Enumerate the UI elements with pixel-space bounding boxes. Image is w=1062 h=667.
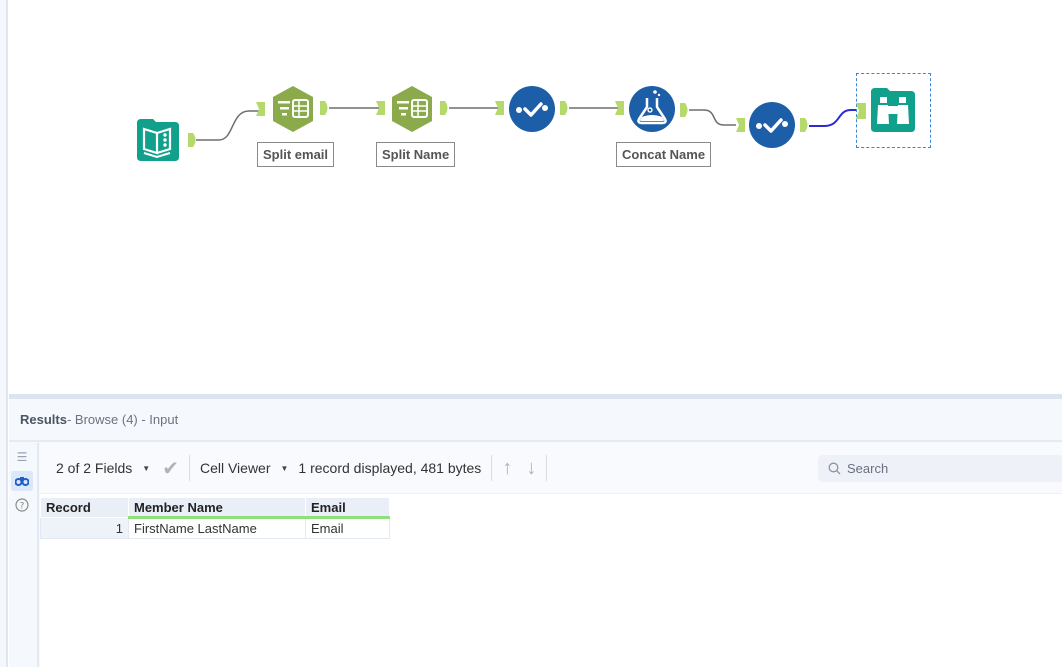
input-data-tool[interactable] (135, 117, 181, 163)
column-header-email[interactable]: Email (305, 497, 390, 519)
cell-member-name[interactable]: FirstName LastName (128, 517, 306, 539)
workflow-connections (196, 107, 857, 141)
input-anchor[interactable] (615, 101, 624, 120)
results-side-toolbar: ☰ ? (9, 443, 39, 667)
panel-splitter[interactable] (9, 394, 1062, 399)
cell-viewer-dropdown[interactable]: Cell Viewer ▼ (200, 460, 288, 476)
column-header-record[interactable]: Record (40, 497, 129, 518)
connection-concat-select2 (689, 109, 736, 126)
book-icon (137, 119, 179, 161)
tool-label-split-name[interactable]: Split Name (376, 142, 456, 167)
text-to-columns-icon (273, 86, 313, 132)
results-subtitle: - Browse (4) - Input (66, 412, 179, 427)
record-status: 1 record displayed, 481 bytes (298, 460, 482, 476)
output-anchor[interactable] (320, 101, 330, 120)
input-anchor[interactable] (495, 101, 504, 120)
toolbar-divider (546, 455, 548, 481)
results-title: Results (20, 412, 67, 427)
browse-tool-selected[interactable] (856, 73, 931, 148)
fields-label: 2 of 2 Fields (56, 460, 133, 476)
select-check-icon (509, 86, 555, 132)
output-anchor[interactable] (188, 133, 198, 152)
checkmark-icon[interactable]: ✔ (162, 457, 179, 480)
left-border (0, 0, 8, 667)
flask-icon (629, 86, 675, 132)
connection-select2-browse (809, 109, 857, 127)
fields-dropdown[interactable]: 2 of 2 Fields ▼ (56, 460, 150, 476)
results-table: Record Member Name Email 1 FirstName Las… (40, 497, 390, 539)
select-check-icon (749, 102, 795, 148)
binoculars-icon (871, 88, 915, 132)
text-to-columns-icon (392, 86, 432, 132)
cell-viewer-label: Cell Viewer (199, 460, 271, 476)
workflow-canvas[interactable]: Split email Split Name (9, 0, 1062, 394)
column-header-member-name[interactable]: Member Name (128, 497, 306, 519)
output-anchor[interactable] (800, 118, 810, 137)
arrow-down-icon[interactable]: ↓ (526, 456, 537, 479)
text-to-columns-tool-split-name[interactable] (388, 85, 436, 133)
search-input[interactable]: Search (818, 455, 1062, 482)
formula-tool-concat-name[interactable] (628, 85, 676, 133)
select-tool-1[interactable] (508, 85, 556, 133)
input-anchor[interactable] (856, 103, 866, 124)
results-header: Results - Browse (4) - Input (9, 399, 1062, 442)
results-toolbar: 2 of 2 Fields ▼ ✔ Cell Viewer ▼ 1 record… (40, 443, 1062, 494)
results-panel: Results - Browse (4) - Input ☰ ? 2 of 2 … (9, 399, 1062, 667)
output-anchor[interactable] (560, 101, 570, 120)
cell-record[interactable]: 1 (40, 517, 129, 539)
text-to-columns-tool-split-email[interactable] (269, 85, 317, 133)
input-anchor[interactable] (736, 118, 745, 137)
output-anchor[interactable] (680, 103, 690, 122)
arrow-up-icon[interactable]: ↑ (502, 456, 513, 479)
connection-input-splitemail (196, 110, 261, 141)
input-anchor[interactable] (256, 102, 265, 121)
search-placeholder: Search (847, 461, 889, 476)
output-anchor[interactable] (440, 101, 450, 120)
tool-label-split-email[interactable]: Split email (257, 142, 335, 167)
tool-label-concat-name[interactable]: Concat Name (616, 142, 712, 167)
toolbar-divider (491, 455, 493, 481)
select-tool-2[interactable] (748, 101, 796, 149)
search-icon (828, 462, 841, 475)
chevron-down-icon: ▼ (280, 463, 289, 473)
results-content: 2 of 2 Fields ▼ ✔ Cell Viewer ▼ 1 record… (40, 443, 1062, 667)
svg-text:?: ? (20, 502, 25, 512)
list-icon[interactable]: ☰ (16, 450, 28, 464)
chevron-down-icon: ▼ (142, 463, 151, 473)
table-row: 1 FirstName LastName Email (40, 517, 390, 539)
toolbar-divider (188, 455, 190, 481)
input-anchor[interactable] (376, 101, 385, 120)
table-header-row: Record Member Name Email (40, 497, 390, 519)
cell-email[interactable]: Email (305, 517, 390, 539)
binoculars-icon[interactable] (11, 471, 33, 491)
help-icon[interactable]: ? (11, 495, 33, 515)
